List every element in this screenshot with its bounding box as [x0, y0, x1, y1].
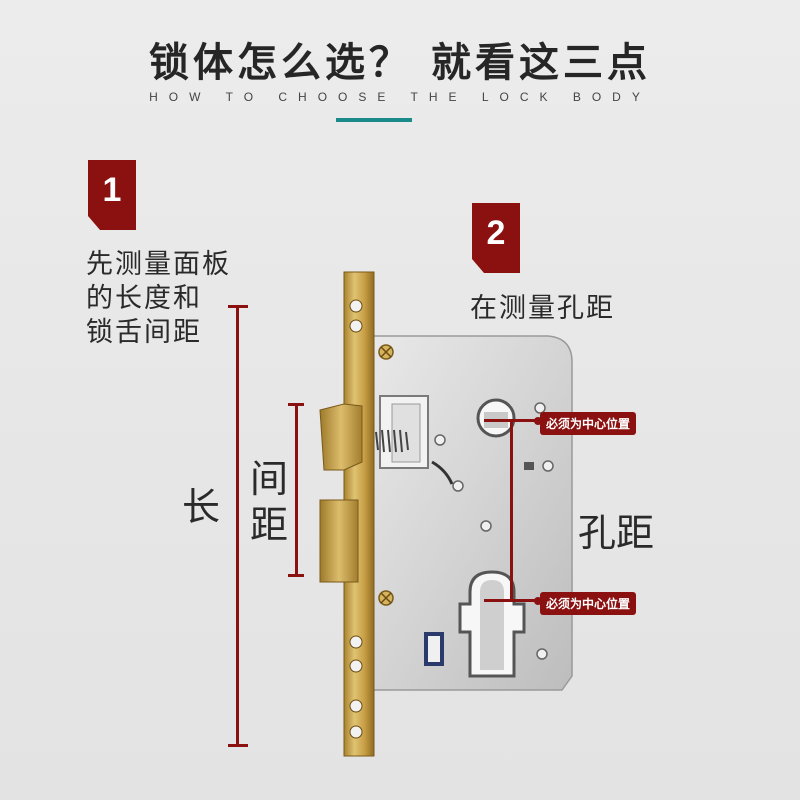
step-2-text: 在测量孔距 [470, 293, 615, 324]
length-cap-top [228, 305, 248, 308]
step-1-line: 的长度和 [86, 283, 202, 314]
center-marker-top [534, 417, 542, 425]
hole-distance-label: 孔距 [578, 511, 655, 555]
spacing-label-2: 距 [250, 503, 289, 547]
latch-bolt [319, 403, 363, 471]
spring [375, 429, 409, 453]
spacing-label-1: 间 [250, 457, 289, 501]
page-title: 锁体怎么选？ 就看这三点 [149, 40, 651, 86]
center-position-label-top: 必须为中心位置 [540, 412, 637, 435]
length-label: 长 [182, 485, 221, 529]
hole-distance-line [510, 420, 513, 600]
step-1-text: 先测量面板 的长度和 锁舌间距 [86, 248, 231, 350]
length-cap-bottom [228, 744, 248, 747]
lock-case [367, 335, 573, 691]
spacing-cap-bottom [288, 574, 304, 577]
length-dimension-line [236, 306, 239, 746]
step-1-line: 先测量面板 [86, 249, 231, 280]
center-marker-bottom [534, 597, 542, 605]
dead-bolt [319, 499, 359, 583]
step-1-badge: 1 [88, 160, 136, 230]
title-underline [336, 118, 412, 122]
spacing-cap-top [288, 403, 304, 406]
hole-center-line-bottom [484, 599, 540, 602]
center-position-label-bottom: 必须为中心位置 [540, 592, 637, 615]
hole-center-line-top [484, 419, 540, 422]
spacing-dimension-line [295, 404, 298, 576]
step-2-badge: 2 [472, 203, 520, 273]
step-1-line: 锁舌间距 [86, 317, 202, 348]
page-subtitle: HOW TO CHOOSE THE LOCK BODY [149, 90, 651, 104]
